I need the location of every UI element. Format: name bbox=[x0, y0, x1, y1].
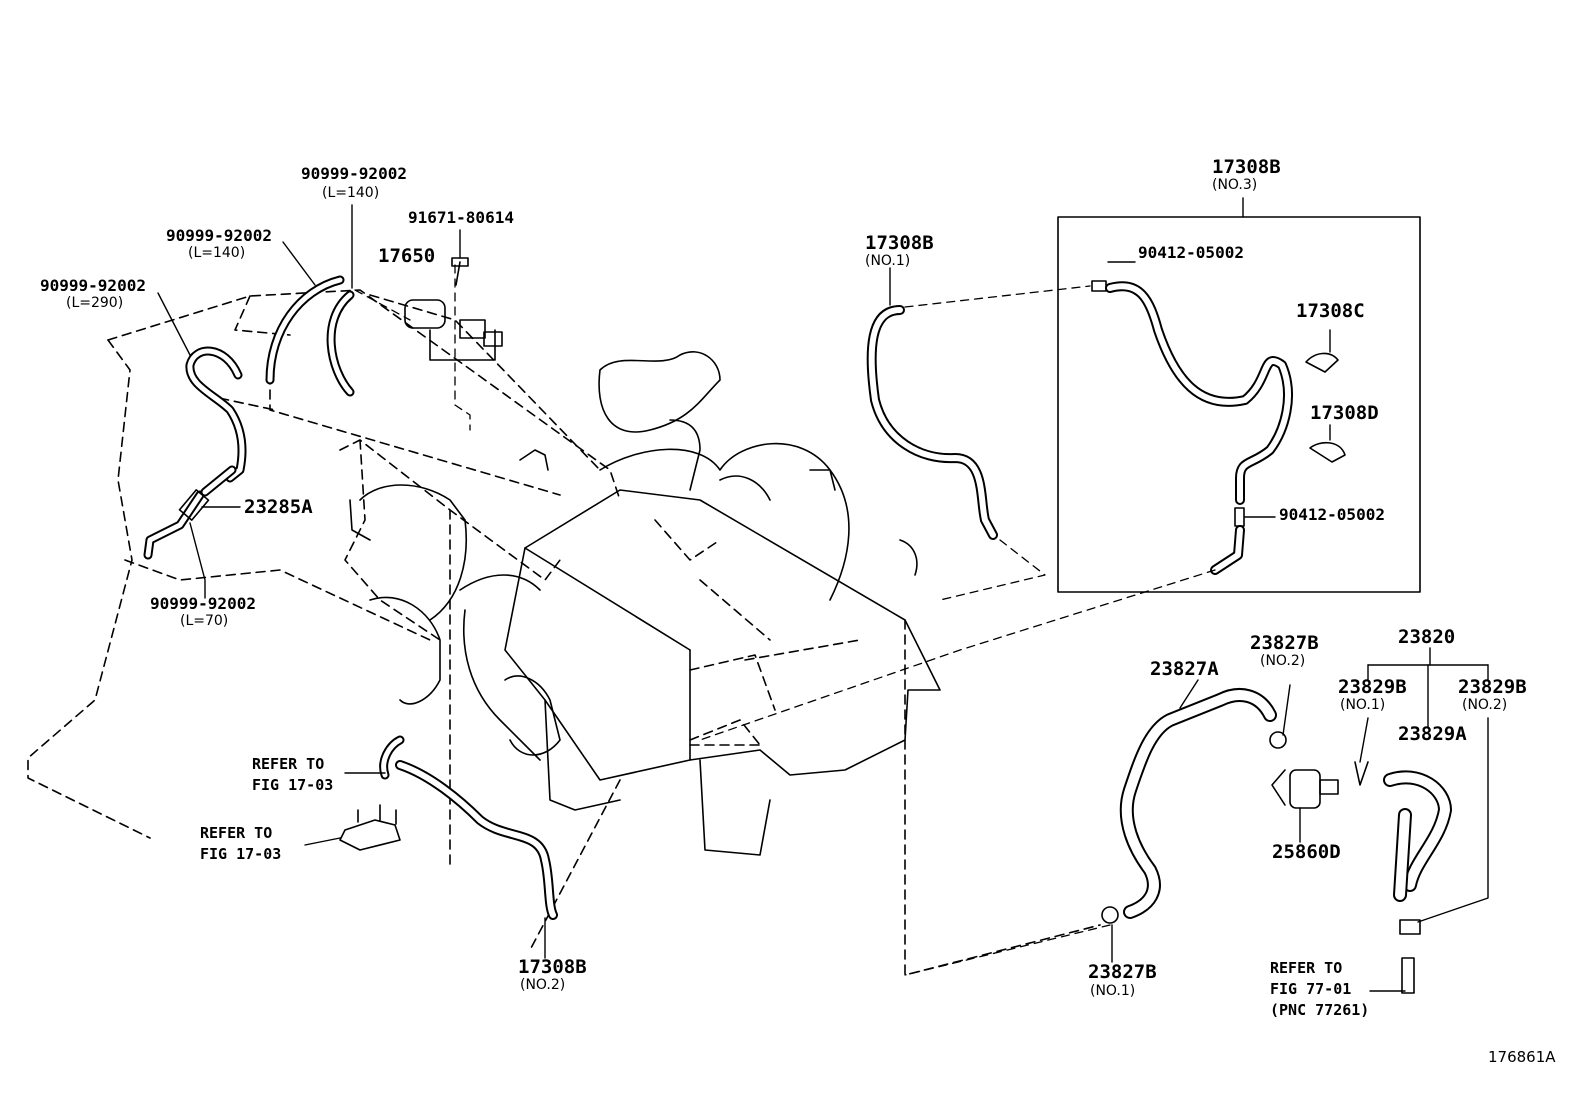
label-17308b-no1-sub: (NO.1) bbox=[865, 253, 911, 269]
hose-90999-l140-a bbox=[265, 275, 345, 385]
pipe-77-01 bbox=[1401, 957, 1415, 994]
refer-note-right-line1: REFER TO bbox=[1270, 959, 1343, 977]
label-17308b-no1: 17308B bbox=[865, 232, 934, 254]
label-23829b-no2-sub: (NO.2) bbox=[1462, 697, 1508, 713]
clamp-23827b-no1 bbox=[1101, 906, 1119, 924]
label-23827b-no1-sub: (NO.1) bbox=[1090, 983, 1136, 999]
label-90999-92002-mid: 90999-92002 bbox=[166, 226, 272, 245]
label-23829b-no2: 23829B bbox=[1458, 676, 1527, 698]
hose-90999-l140-b bbox=[326, 290, 355, 397]
label-23285a: 23285A bbox=[244, 496, 313, 518]
label-90999-92002-top-length: (L=140) bbox=[322, 185, 380, 201]
label-17308d: 17308D bbox=[1310, 402, 1379, 424]
label-91671-80614: 91671-80614 bbox=[408, 208, 514, 227]
label-17308b-no2: 17308B bbox=[518, 956, 587, 978]
refer-note-lower-line2: FIG 17-03 bbox=[200, 845, 282, 863]
valve-25860d bbox=[1271, 769, 1339, 809]
label-90412-05002-upper: 90412-05002 bbox=[1138, 243, 1244, 262]
diagram-id: 176861A bbox=[1488, 1048, 1556, 1066]
hose-17308b-no1 bbox=[866, 305, 998, 540]
label-23827b-no2: 23827B bbox=[1250, 632, 1319, 654]
label-17308b-no3-sub: (NO.3) bbox=[1212, 177, 1258, 193]
label-25860d: 25860D bbox=[1272, 841, 1341, 863]
label-17650: 17650 bbox=[378, 245, 436, 267]
engine-outline bbox=[27, 289, 1101, 976]
vsv-17650 bbox=[404, 299, 503, 361]
refer-note-lower-line1: REFER TO bbox=[200, 824, 273, 842]
clip-17308d bbox=[1309, 441, 1346, 463]
hose-23827a bbox=[1119, 688, 1277, 919]
label-23827b-no1: 23827B bbox=[1088, 961, 1157, 983]
label-17308b-no3: 17308B bbox=[1212, 156, 1281, 178]
label-90999-92002-left: 90999-92002 bbox=[40, 276, 146, 295]
refer-note-upper-line2: FIG 17-03 bbox=[252, 776, 334, 794]
label-90412-05002-lower: 90412-05002 bbox=[1279, 505, 1385, 524]
engine-block bbox=[349, 351, 941, 856]
refer-note-right-line2: FIG 77-01 bbox=[1270, 980, 1352, 998]
hose-90999-l290 bbox=[185, 346, 247, 483]
label-17308c: 17308C bbox=[1296, 300, 1365, 322]
clamp-23827b-no2 bbox=[1269, 731, 1287, 749]
label-23827a: 23827A bbox=[1150, 658, 1219, 680]
clip-23829b-no1 bbox=[1354, 761, 1369, 786]
label-90999-92002-top: 90999-92002 bbox=[301, 164, 407, 183]
refer-note-upper: REFER TO FIG 17-03 bbox=[252, 754, 333, 796]
label-23829b-no1: 23829B bbox=[1338, 676, 1407, 698]
refer-note-right: REFER TO FIG 77-01 (PNC 77261) bbox=[1270, 958, 1369, 1021]
hose-23829a bbox=[1383, 770, 1452, 902]
label-90999-92002-bottom: 90999-92002 bbox=[150, 594, 256, 613]
leaders bbox=[157, 197, 1489, 992]
label-23820: 23820 bbox=[1398, 626, 1456, 648]
label-23829a: 23829A bbox=[1398, 723, 1467, 745]
union-90412-lower bbox=[1234, 507, 1245, 527]
union-90412-upper bbox=[1091, 280, 1107, 292]
clip-17308c bbox=[1305, 352, 1339, 373]
dashed-connectors bbox=[354, 264, 1216, 976]
refer-note-upper-line1: REFER TO bbox=[252, 755, 325, 773]
label-23829b-no1-sub: (NO.1) bbox=[1340, 697, 1386, 713]
clip-23829b-no2 bbox=[1399, 919, 1421, 935]
label-90999-92002-bottom-length: (L=70) bbox=[180, 613, 229, 629]
part-23285a bbox=[178, 489, 210, 521]
label-90999-92002-left-length: (L=290) bbox=[66, 295, 124, 311]
refer-note-lower: REFER TO FIG 17-03 bbox=[200, 823, 281, 865]
label-90999-92002-mid-length: (L=140) bbox=[188, 245, 246, 261]
hose-17308b-no3 bbox=[1105, 281, 1293, 575]
no3-inset-box bbox=[1057, 216, 1421, 593]
label-17308b-no2-sub: (NO.2) bbox=[520, 977, 566, 993]
refer-note-right-line3: (PNC 77261) bbox=[1270, 1001, 1370, 1019]
hose-17308b-no2 bbox=[395, 760, 558, 920]
label-23827b-no2-sub: (NO.2) bbox=[1260, 653, 1306, 669]
vsv-refer-fig bbox=[339, 804, 401, 851]
hose-90999-l70 bbox=[143, 465, 237, 560]
